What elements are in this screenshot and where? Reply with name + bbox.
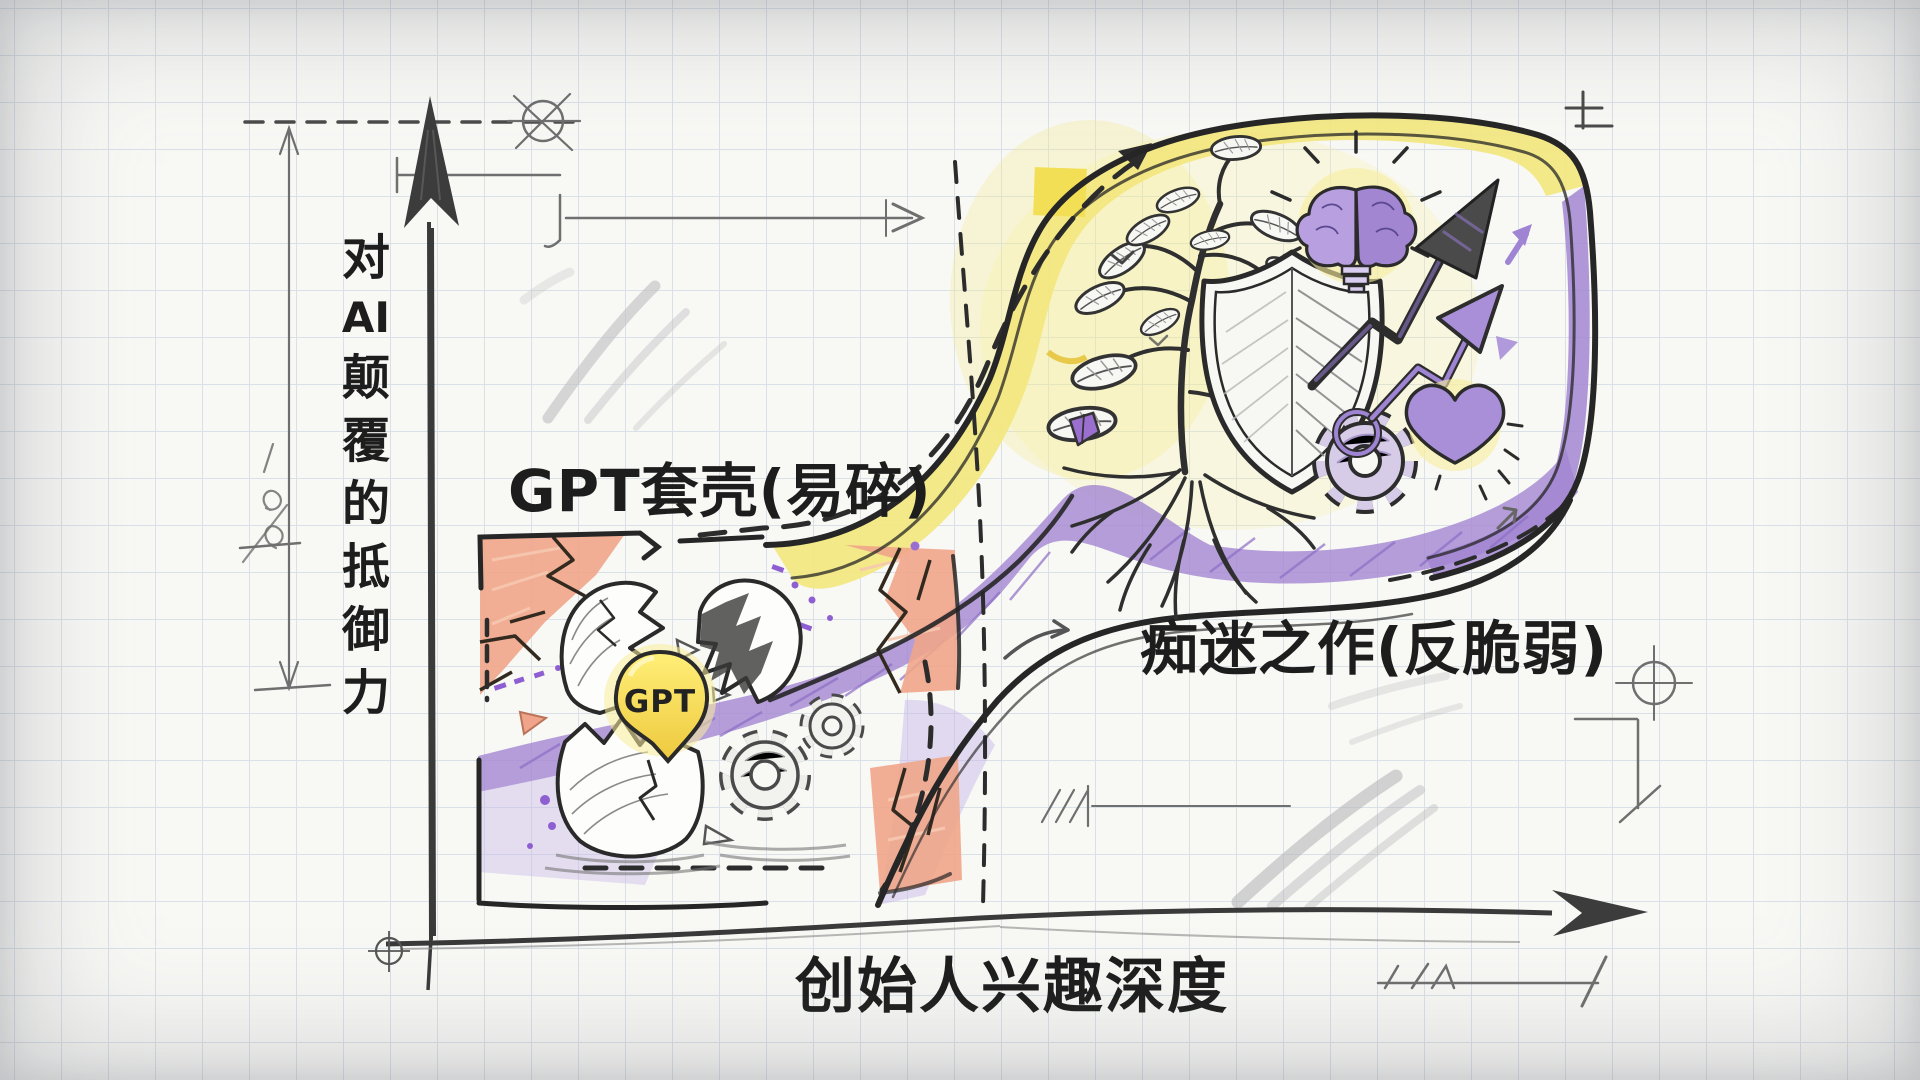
hatch-line-bottom-right: [1376, 955, 1608, 1008]
ink-outlines: [476, 112, 1599, 910]
crosshair-circle-top: [506, 92, 582, 152]
purple-right-strip: [1426, 186, 1590, 577]
bulb-rays: [1270, 130, 1442, 258]
x-axis-label: 创始人兴趣深度: [795, 952, 1229, 1022]
x-axis: [385, 890, 1648, 950]
purple-crystal: [910, 411, 1101, 551]
rising-arrows-icon: [1110, 178, 1532, 530]
tree-roots: [1062, 466, 1316, 620]
gear-with-arrow-icon: [1312, 408, 1418, 514]
y-axis-label: 对 AI 颠 覆 的 抵 御 力: [341, 230, 391, 721]
pencil-smudge-bottom-right: [1231, 672, 1463, 912]
hatch-line-bottom-middle: [1040, 784, 1291, 828]
dimension-line-horizontal: [543, 193, 926, 248]
origin-marker: [368, 931, 410, 972]
y-axis: [404, 96, 459, 991]
bulb-base: [1340, 264, 1372, 294]
fragile-region-label: GPT套壳(易碎): [508, 457, 932, 525]
tree-with-roots-icon: [1044, 133, 1316, 620]
yellow-square: [1033, 167, 1087, 217]
gears-icon: [705, 693, 865, 862]
x-axis-arrowhead: [1552, 890, 1648, 936]
tree-branches: [1110, 152, 1274, 422]
gpt-bulb-badge: GPT: [604, 644, 716, 765]
pencil-smudges: [519, 267, 727, 431]
pencil-annotations: [238, 90, 1693, 1008]
yellow-band: [772, 115, 1584, 589]
purple-band: [478, 450, 1578, 792]
gpt-badge-text: GPT: [624, 684, 696, 720]
antifragile-region-label: 痴迷之作(反脆弱): [1140, 615, 1609, 683]
heart-icon: [1404, 379, 1524, 501]
axes: [368, 96, 1648, 991]
y-axis-arrowhead: [404, 96, 459, 228]
region-divider-dashed: [953, 160, 988, 907]
brain-lightbulb-icon: [1270, 130, 1442, 294]
dimension-line-vertical: [238, 124, 332, 692]
plus-minus-mark: [1564, 90, 1614, 130]
crosshair-circle-right: [1573, 645, 1693, 824]
